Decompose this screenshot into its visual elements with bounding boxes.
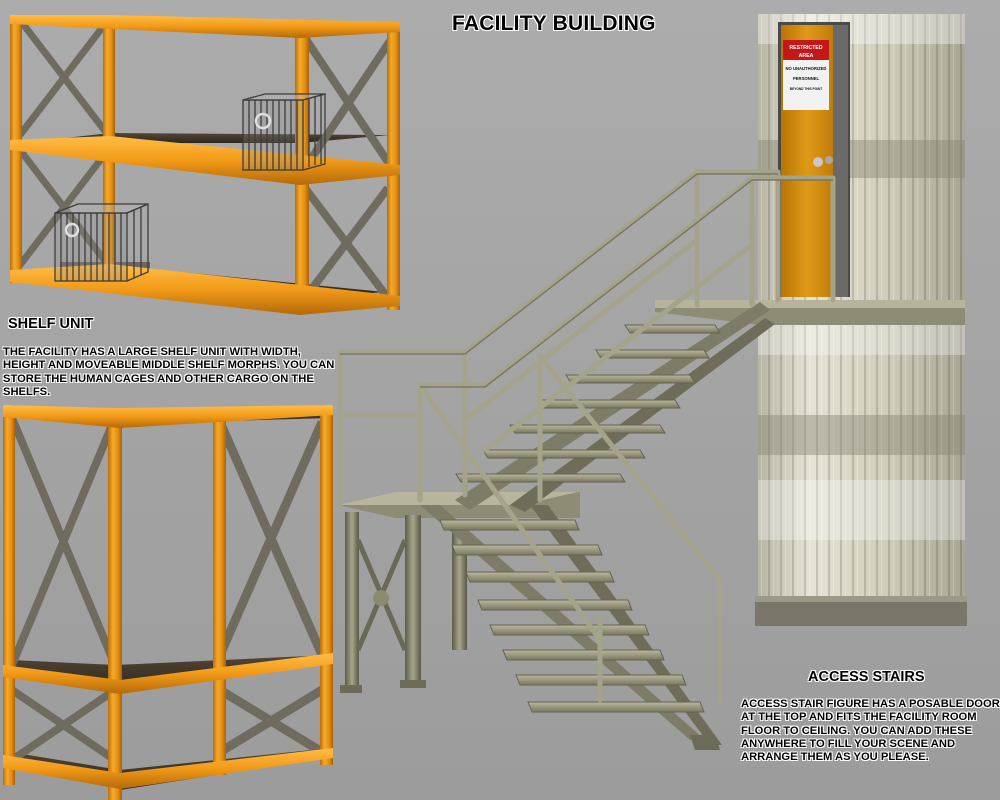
shelf-unit-bottom	[3, 405, 333, 800]
sign-line-3: NO UNAUTHORIZED	[786, 66, 827, 71]
sign-line-4: PERSONNEL	[793, 76, 820, 81]
cross-brace-right	[301, 35, 396, 301]
access-stairs	[337, 169, 836, 750]
access-stairs-description: ACCESS STAIR FIGURE HAS A POSABLE DOOR A…	[741, 698, 1000, 764]
page-title: FACILITY BUILDING	[452, 12, 656, 35]
cross-brace-left	[17, 17, 111, 268]
human-cage-upper	[242, 93, 326, 171]
sign-line-1: RESTRICTED	[789, 45, 822, 51]
sign-line-5: BEYOND THIS POINT	[790, 87, 822, 91]
shelf-unit-heading: SHELF UNIT	[8, 316, 94, 332]
human-cage-lower	[54, 203, 149, 282]
access-stairs-heading: ACCESS STAIRS	[808, 669, 925, 685]
handrails	[337, 169, 836, 703]
shelf-unit-description: THE FACILITY HAS A LARGE SHELF UNIT WITH…	[3, 346, 335, 398]
cross-brace-right-lower	[215, 420, 327, 756]
shelf-unit-top	[10, 15, 400, 315]
sign-line-2: AREA	[799, 53, 814, 59]
facility-tower: RESTRICTED AREA NO UNAUTHORIZED PERSONNE…	[655, 14, 967, 626]
cross-brace-left-lower	[8, 416, 119, 764]
door-knob	[813, 157, 823, 167]
